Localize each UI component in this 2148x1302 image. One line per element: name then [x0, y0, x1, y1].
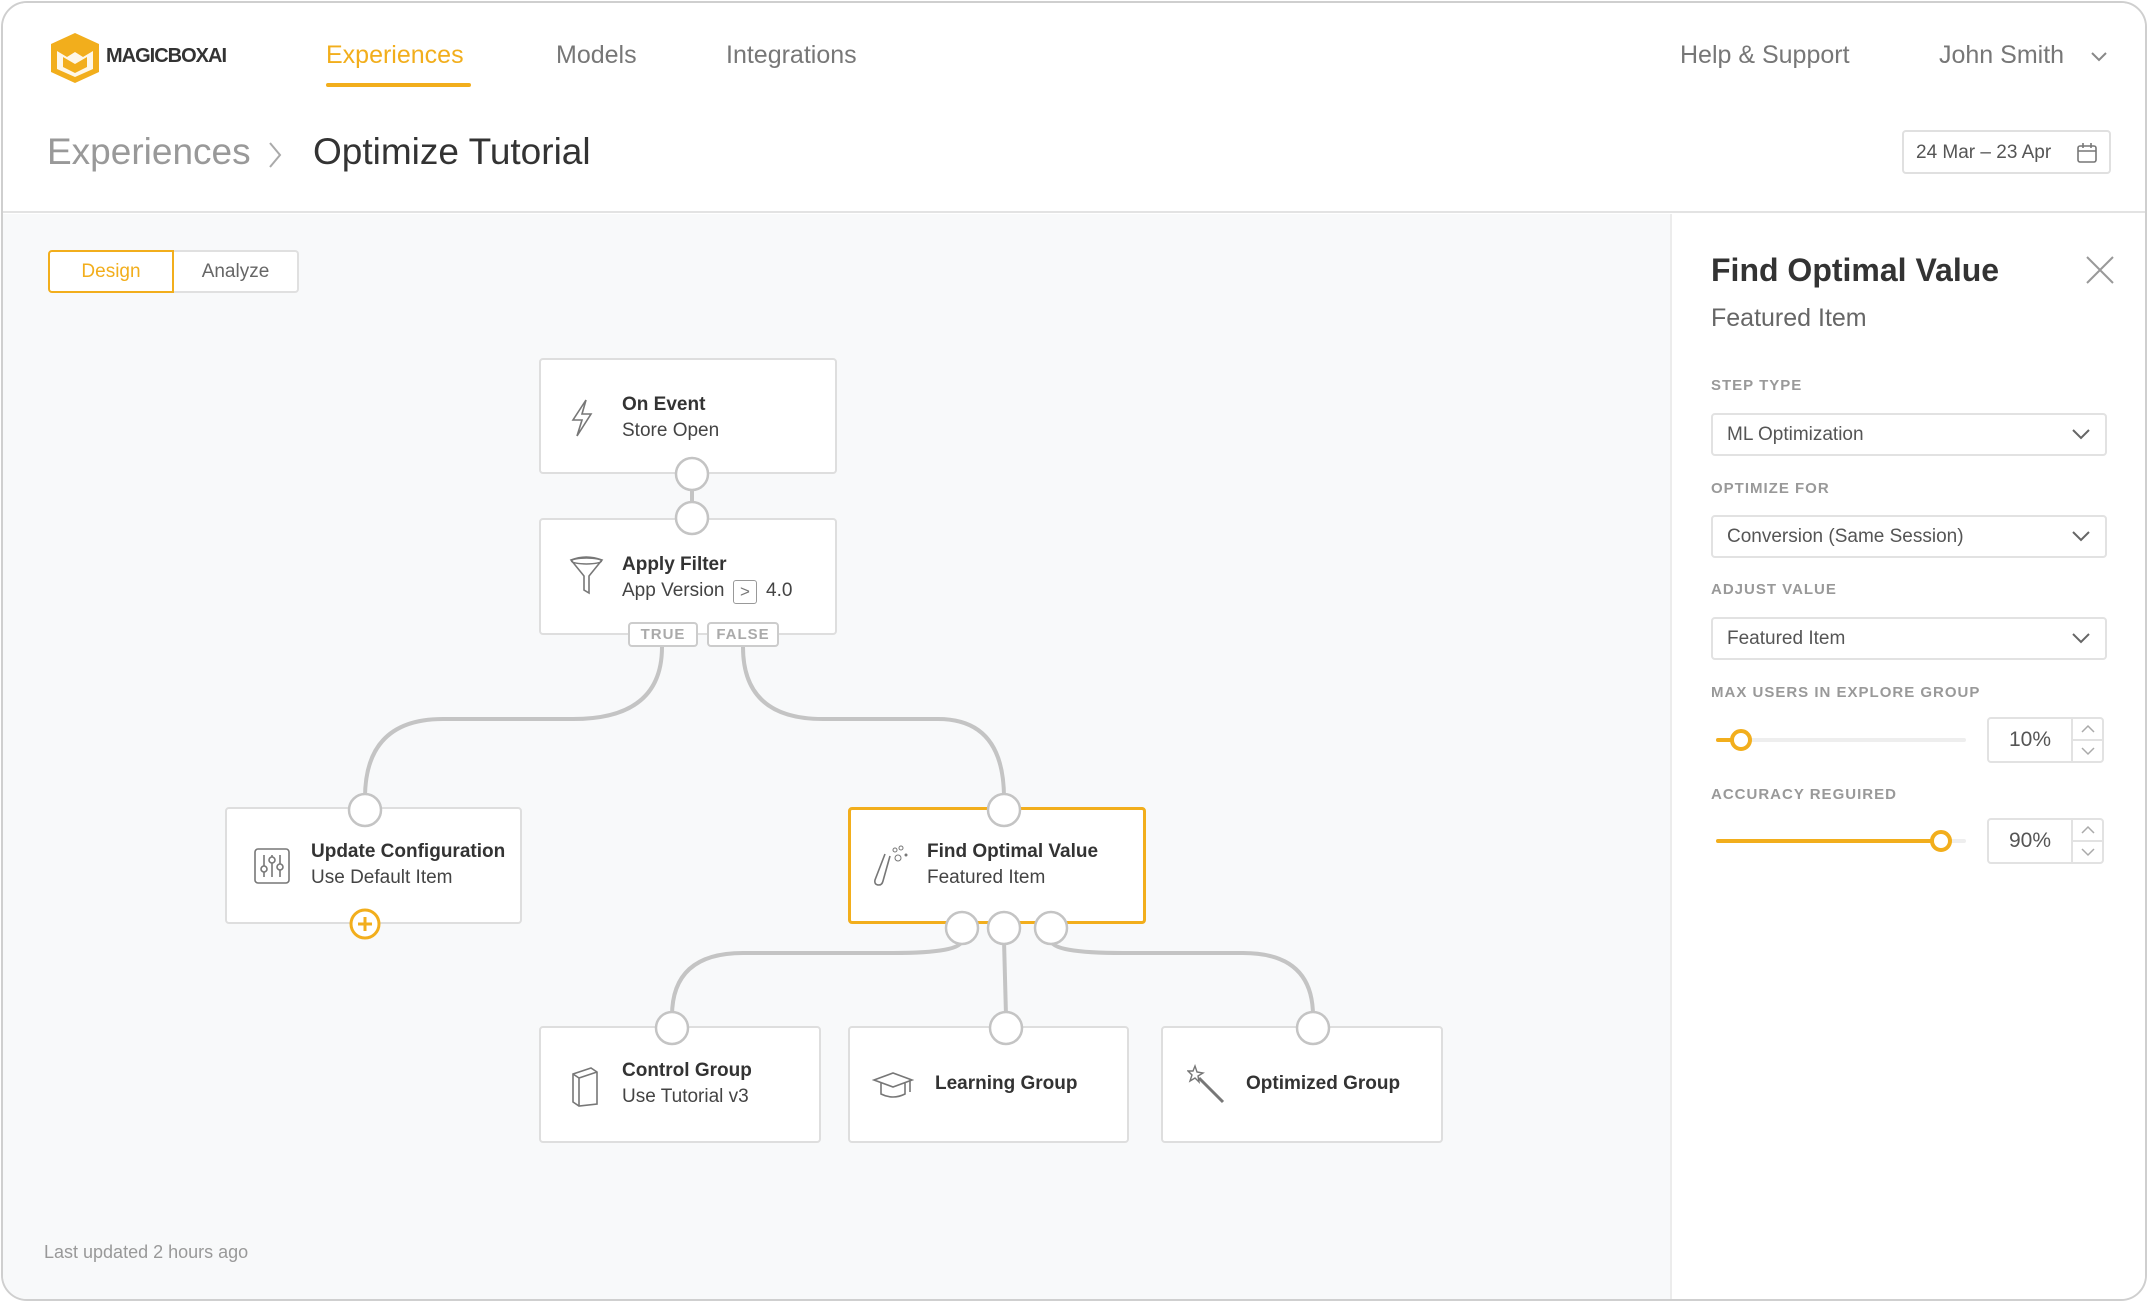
slider-fill	[1716, 839, 1941, 843]
stepper-value[interactable]: 10%	[2008, 728, 2052, 751]
slider-handle[interactable]	[1730, 729, 1752, 751]
node-subtitle: Featured Item	[927, 867, 1046, 888]
connector-optimized	[1049, 939, 1315, 1017]
adjust-value-select[interactable]: Featured Item	[1711, 617, 2107, 660]
date-range-text: 24 Mar – 23 Apr	[1916, 142, 2052, 163]
step-settings-panel: Find Optimal Value Featured Item STEP TY…	[1670, 214, 2145, 1299]
stepper-down-icon[interactable]	[2080, 744, 2096, 758]
panel-title: Find Optimal Value	[1711, 252, 2000, 288]
node-find-optimal-value[interactable]: Find Optimal Value Featured Item	[848, 807, 1146, 924]
test-tube-icon	[874, 845, 908, 886]
node-subtitle: Use Default Item	[311, 867, 453, 888]
calendar-icon	[2077, 143, 2097, 163]
chevron-down-icon	[2072, 633, 2090, 644]
sliders-icon	[254, 848, 290, 884]
magicbox-logo-icon	[51, 33, 99, 83]
chevron-down-icon	[2072, 429, 2090, 440]
node-title: Learning Group	[935, 1073, 1078, 1094]
panel-subtitle: Featured Item	[1711, 304, 1867, 332]
add-step-plus-icon[interactable]	[349, 908, 381, 940]
node-subtitle: Use Tutorial v3	[622, 1086, 749, 1107]
node-subtitle: App Version	[622, 580, 725, 601]
step-type-label: STEP TYPE	[1711, 377, 1803, 394]
node-optimized-group[interactable]: Optimized Group	[1161, 1026, 1443, 1143]
help-support-link[interactable]: Help & Support	[1680, 41, 1850, 69]
tab-design[interactable]: Design	[48, 250, 174, 293]
nav-experiences[interactable]: Experiences	[326, 41, 464, 69]
accuracy-slider[interactable]	[1716, 830, 1966, 852]
select-value: Conversion (Same Session)	[1727, 526, 1964, 547]
stepper-buttons	[2071, 719, 2102, 761]
nav-active-underline	[326, 83, 471, 87]
page-title: Optimize Tutorial	[313, 131, 591, 172]
header: MAGICBOXAI Experiences Models Integratio…	[3, 3, 2145, 213]
book-icon	[572, 1067, 598, 1107]
chevron-down-icon	[2072, 531, 2090, 542]
max-users-stepper[interactable]: 10%	[1987, 717, 2104, 763]
operator-badge: >	[733, 580, 757, 604]
select-value: Featured Item	[1727, 628, 1846, 649]
brand-name: MAGICBOXAI	[106, 45, 227, 67]
node-title: Update Configuration	[311, 841, 506, 862]
max-users-label: MAX USERS IN EXPLORE GROUP	[1711, 684, 1981, 701]
lightning-icon	[571, 399, 593, 437]
node-learning-group[interactable]: Learning Group	[848, 1026, 1129, 1143]
node-control-group[interactable]: Control Group Use Tutorial v3	[539, 1026, 821, 1143]
node-apply-filter[interactable]: Apply Filter App Version > 4.0	[539, 518, 837, 635]
accuracy-label: ACCURACY REGUIRED	[1711, 786, 1897, 803]
node-title: Control Group	[622, 1060, 752, 1081]
node-subtitle: Store Open	[622, 420, 720, 441]
stepper-up-icon[interactable]	[2080, 823, 2096, 837]
filter-value: 4.0	[766, 580, 793, 601]
stepper-down-icon[interactable]	[2080, 845, 2096, 859]
breadcrumb-parent[interactable]: Experiences	[47, 131, 251, 172]
adjust-value-label: ADJUST VALUE	[1711, 581, 1837, 598]
node-title: Apply Filter	[622, 554, 727, 575]
max-users-slider[interactable]	[1716, 729, 1966, 751]
optimize-for-select[interactable]: Conversion (Same Session)	[1711, 515, 2107, 558]
slider-handle[interactable]	[1930, 830, 1952, 852]
connector-false	[741, 646, 1006, 799]
stepper-up-icon[interactable]	[2080, 722, 2096, 736]
user-menu[interactable]: John Smith	[1939, 41, 2065, 69]
funnel-icon	[569, 556, 604, 595]
node-title: On Event	[622, 394, 706, 415]
graduation-cap-icon	[872, 1072, 914, 1098]
node-on-event[interactable]: On Event Store Open	[539, 358, 837, 474]
flow-connectors	[363, 474, 1315, 1017]
date-range-picker[interactable]: 24 Mar – 23 Apr	[1902, 130, 2111, 174]
false-branch-tag: FALSE	[707, 622, 779, 647]
accuracy-stepper[interactable]: 90%	[1987, 818, 2104, 864]
step-type-select[interactable]: ML Optimization	[1711, 413, 2107, 456]
chevron-down-icon[interactable]	[2089, 50, 2109, 64]
nav-models[interactable]: Models	[556, 41, 637, 69]
magic-wand-icon	[1187, 1064, 1225, 1104]
connector-control	[670, 939, 964, 1017]
connector-learning	[1002, 939, 1008, 1017]
stepper-value[interactable]: 90%	[2008, 829, 2052, 852]
slider-fill	[1716, 738, 1741, 742]
last-updated-text: Last updated 2 hours ago	[44, 1242, 249, 1262]
connector-true	[363, 646, 664, 799]
true-branch-tag: TRUE	[628, 622, 698, 647]
close-icon[interactable]	[2085, 255, 2115, 285]
nav-integrations[interactable]: Integrations	[726, 41, 857, 69]
node-title: Optimized Group	[1246, 1073, 1401, 1094]
tab-analyze[interactable]: Analyze	[174, 250, 299, 293]
stepper-buttons	[2071, 820, 2102, 862]
optimize-for-label: OPTIMIZE FOR	[1711, 480, 1830, 497]
breadcrumb-chevron-icon	[269, 142, 282, 168]
node-title: Find Optimal Value	[927, 841, 1099, 862]
select-value: ML Optimization	[1727, 424, 1864, 445]
node-update-configuration[interactable]: Update Configuration Use Default Item	[225, 807, 522, 924]
